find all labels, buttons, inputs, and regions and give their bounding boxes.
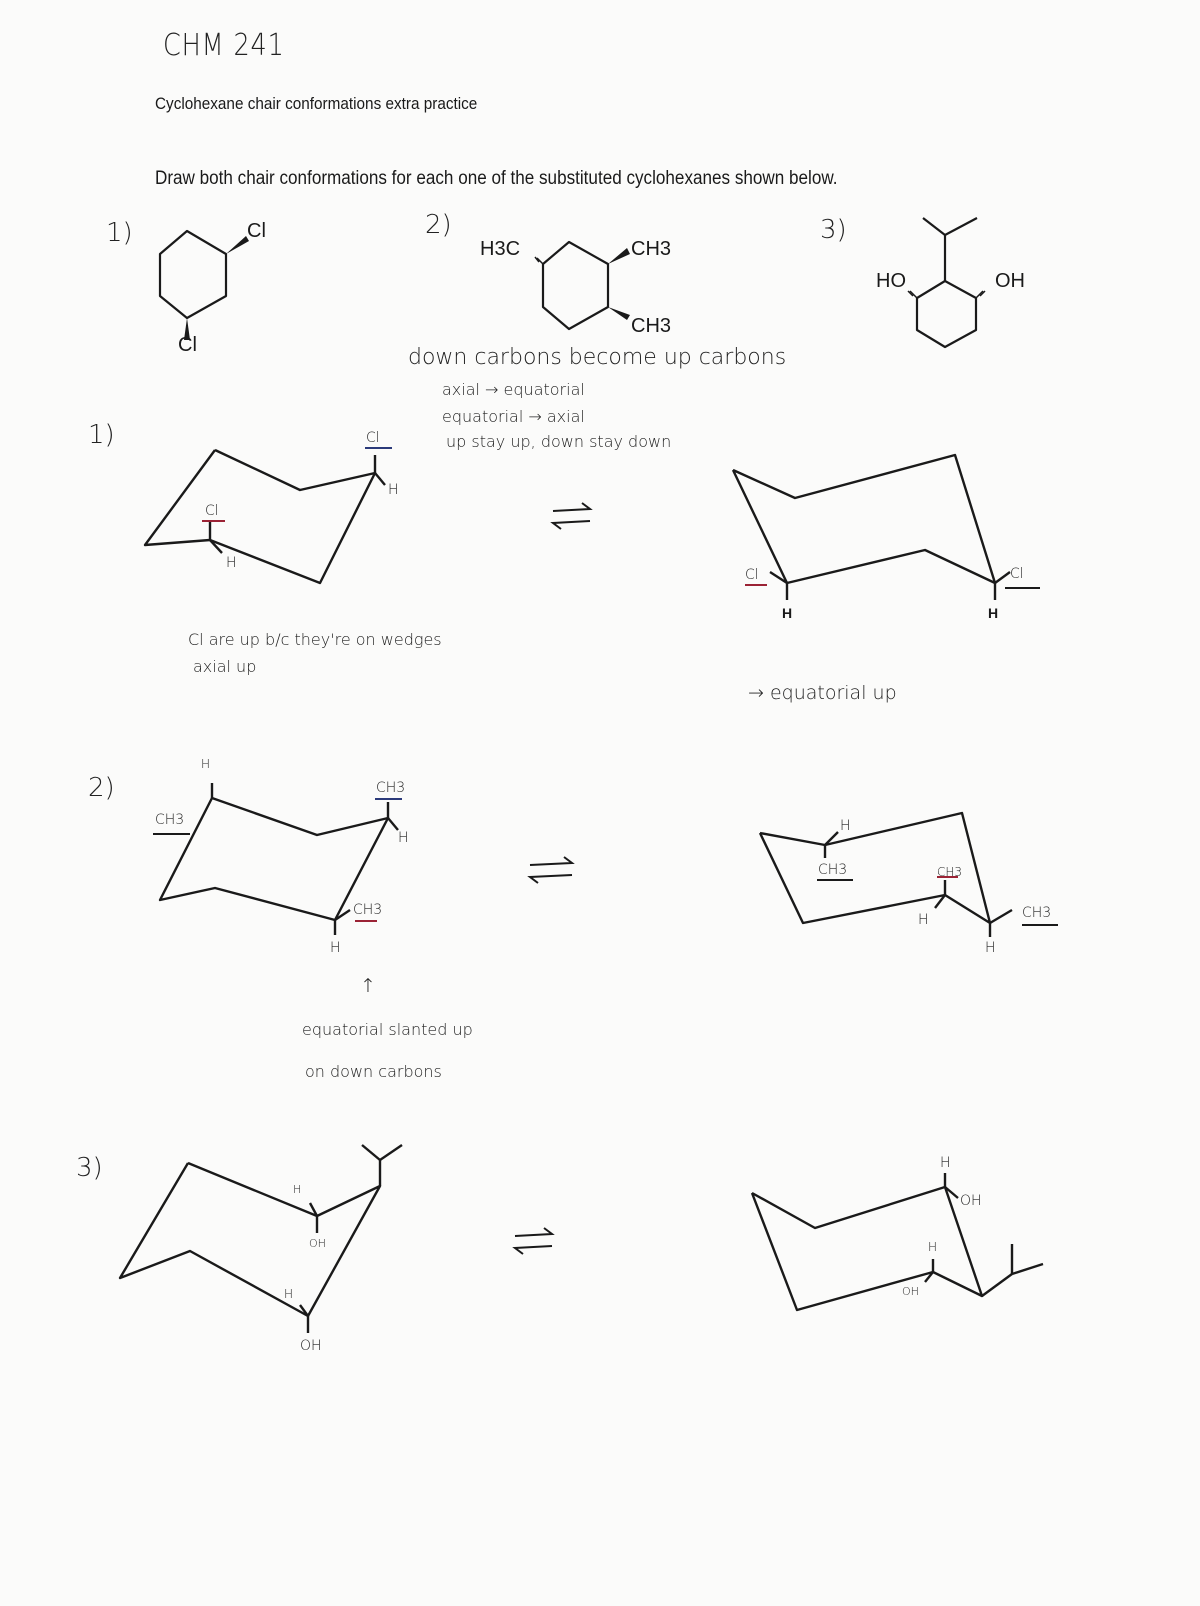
- worksheet-subtitle: Cyclohexane chair conformations extra pr…: [155, 94, 478, 113]
- structure-3-oh: OH: [995, 270, 1025, 292]
- problem-2-number: 2): [425, 210, 452, 240]
- chair-2b-h-left: H: [840, 818, 851, 834]
- wedge-bonds: [184, 236, 630, 340]
- chair-2b-ch3-left: CH3: [818, 862, 848, 878]
- chair-2a-ch3-left: CH3: [155, 812, 185, 828]
- chair-2a: [158, 783, 399, 935]
- chair-1a-cl-left: Cl: [205, 503, 219, 519]
- chair-3a: [118, 1144, 403, 1333]
- note-on-down-carbons: on down carbons: [305, 1062, 442, 1081]
- chair-2a-ch3-right: CH3: [376, 780, 406, 796]
- chair-3b-h-mid: H: [928, 1240, 938, 1254]
- rule-line-1: down carbons become up carbons: [408, 345, 787, 370]
- chair-3a-oh-bottom: OH: [300, 1338, 322, 1354]
- equilibrium-arrows: [512, 502, 593, 1255]
- hash-bonds: [534, 256, 986, 299]
- structure-1-cl-top: Cl: [247, 220, 266, 242]
- rule-line-4: up stay up, down stay down: [446, 432, 672, 451]
- chair-row-3-number: 3): [76, 1153, 103, 1183]
- chair-3a-h-top: H: [293, 1183, 302, 1196]
- chair-2b-h-right: H: [985, 940, 996, 956]
- chair-row-1-number: 1): [88, 420, 115, 450]
- note-equatorial-slanted: equatorial slanted up: [302, 1020, 473, 1039]
- structure-2-ring: [541, 240, 610, 331]
- chair-1b: [731, 453, 1011, 600]
- note-arrow: ↑: [360, 975, 376, 997]
- chair-1b-cl-right: Cl: [1010, 566, 1024, 582]
- chair-1b-cl-left: Cl: [745, 567, 759, 583]
- chair-2a-ch3-bottom: CH3: [353, 902, 383, 918]
- chair-2b-h-mid: H: [918, 912, 929, 928]
- chair-1a: [143, 448, 386, 585]
- note-equatorial-up: → equatorial up: [748, 682, 897, 704]
- chair-1a-cl-top: Cl: [366, 430, 380, 446]
- chair-1b-h-right: H: [988, 605, 999, 621]
- chair-1b-h-left: H: [782, 605, 793, 621]
- problem-1-number: 1): [106, 218, 133, 248]
- course-title: CHM 241: [163, 28, 285, 63]
- chair-2b-ch3-right: CH3: [1022, 905, 1052, 921]
- structure-3-ho: HO: [876, 270, 906, 292]
- structure-2-h3c: H3C: [480, 238, 521, 260]
- chair-1a-h-top: H: [388, 482, 399, 498]
- chair-1a-h-left: H: [226, 555, 237, 571]
- chair-3b-oh-mid: OH: [902, 1285, 919, 1298]
- rule-line-2: axial → equatorial: [442, 380, 585, 399]
- note-wedges: Cl are up b/c they're on wedges: [188, 630, 442, 649]
- chair-3a-h-bottom: H: [284, 1287, 294, 1301]
- chair-2b: [758, 811, 1013, 937]
- chair-3a-oh-top: OH: [309, 1237, 326, 1250]
- note-axial-up: axial up: [193, 657, 257, 676]
- structure-2-ch3-bottom: CH3: [631, 315, 672, 337]
- structure-1-ring: [158, 229, 228, 320]
- chair-row-2-number: 2): [88, 773, 115, 803]
- structure-1-cl-bottom: Cl: [178, 334, 197, 356]
- chair-2a-h-right: H: [398, 830, 409, 846]
- structure-3-ring: [915, 279, 978, 349]
- instructions: Draw both chair conformations for each o…: [155, 168, 838, 189]
- chair-2a-h-bottom: H: [330, 940, 341, 956]
- chair-2a-h-top: H: [201, 757, 211, 771]
- chair-3b: [750, 1173, 1044, 1312]
- problem-3-number: 3): [820, 215, 847, 245]
- chair-3b-h-top: H: [940, 1155, 951, 1171]
- chair-3b-oh-top: OH: [960, 1193, 982, 1209]
- rule-line-3: equatorial → axial: [442, 407, 585, 426]
- chair-2b-ch3-mid: CH3: [937, 865, 963, 879]
- structure-2-ch3-top: CH3: [631, 238, 672, 260]
